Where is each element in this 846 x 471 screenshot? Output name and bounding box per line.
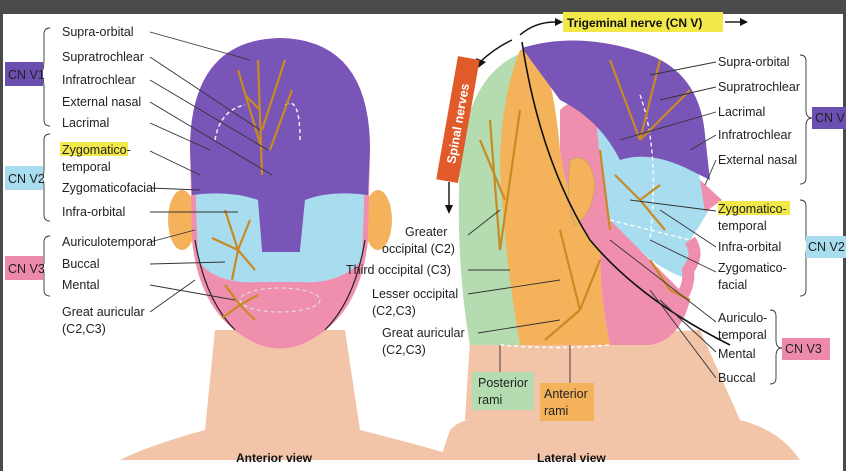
label-great-auricular: Great auricular [62,305,145,319]
lat-label-great-auricular-c2c3: (C2,C3) [382,343,426,357]
lat-label-greater: Greater [405,225,447,239]
lat-label-third-occipital: Third occipital (C3) [346,263,451,277]
label-zygomatico: Zygomatico- [62,143,131,157]
lat-label-mental: Mental [718,347,756,361]
label-supratrochlear: Supratrochlear [62,50,144,64]
anterior-cn-v3-label: CN V3 [8,262,45,276]
anterior-nose-v1 [262,200,300,252]
posterior-rami-line1: Posterior [478,376,528,390]
label-external-nasal: External nasal [62,95,141,109]
lateral-cn-v2-label: CN V2 [808,240,845,254]
lat-label-temporal-2: temporal [718,328,767,342]
label-great-auricular-c2c3: (C2,C3) [62,322,106,336]
label-infratrochlear: Infratrochlear [62,73,136,87]
anterior-view-caption: Anterior view [236,451,313,465]
lat-label-facial: facial [718,278,747,292]
lateral-cn-v1-label: CN V1 [815,111,846,125]
lat-label-infra-orbital: Infra-orbital [718,240,781,254]
lat-label-auriculo: Auriculo- [718,311,767,325]
lat-label-lacrimal: Lacrimal [718,105,765,119]
anterior-cn-v1-label: CN V1 [8,68,45,82]
label-infra-orbital: Infra-orbital [62,205,125,219]
lat-label-lesser-occipital: Lesser occipital [372,287,458,301]
posterior-rami-line2: rami [478,393,502,407]
lat-label-temporal: temporal [718,219,767,233]
lateral-shoulder [440,420,800,460]
lat-label-great-auricular: Great auricular [382,326,465,340]
label-zygomaticofacial: Zygomaticofacial [62,181,156,195]
lat-label-occipital-c2: occipital (C2) [382,242,455,256]
lateral-cn-v3-label: CN V3 [785,342,822,356]
lat-label-zygomatico-2: Zygomatico- [718,261,787,275]
label-mental: Mental [62,278,100,292]
label-buccal: Buccal [62,257,100,271]
label-supra-orbital: Supra-orbital [62,25,134,39]
lat-label-supra-orbital: Supra-orbital [718,55,790,69]
lat-label-external-nasal: External nasal [718,153,797,167]
label-auriculotemporal: Auriculotemporal [62,235,156,249]
label-lacrimal: Lacrimal [62,116,109,130]
anterior-rami-line2: rami [544,404,568,418]
lat-label-lesser-c2c3: (C2,C3) [372,304,416,318]
lat-label-buccal: Buccal [718,371,756,385]
trigeminal-title: Trigeminal nerve (CN V) [567,16,702,30]
lateral-view-caption: Lateral view [537,451,606,465]
lat-label-supratrochlear: Supratrochlear [718,80,800,94]
anterior-cn-v2-label: CN V2 [8,172,45,186]
lat-label-infratrochlear: Infratrochlear [718,128,792,142]
anterior-rami-line1: Anterior [544,387,588,401]
lat-label-zygomatico: Zygomatico- [718,202,787,216]
label-temporal: temporal [62,160,111,174]
